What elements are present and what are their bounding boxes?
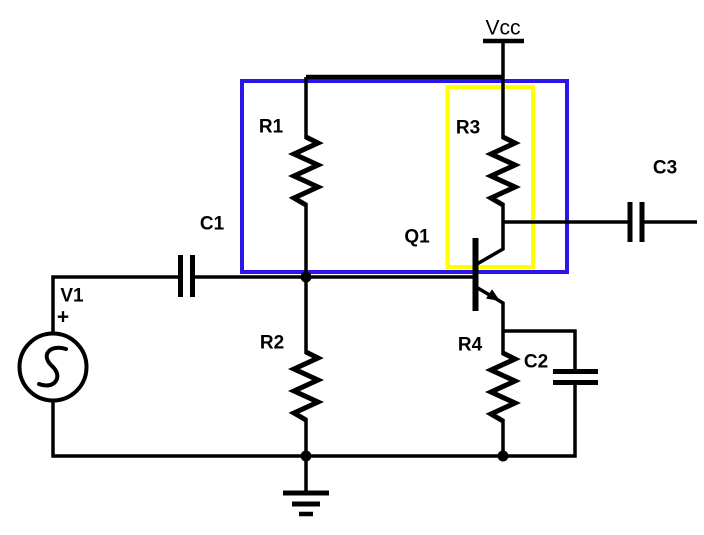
resistor-r1-symbol [287, 134, 325, 208]
resistor-r2-symbol [287, 349, 325, 423]
junction-dot-ground-node [300, 450, 312, 462]
resistors [287, 134, 522, 424]
junction-dots [300, 271, 509, 462]
wires [51, 38, 697, 458]
wire-bottom-rail [51, 384, 577, 458]
transistor-emitter-arrow [486, 289, 500, 301]
wire-emitter-to-c2 [503, 329, 577, 373]
capacitor-c3-plates [627, 202, 645, 242]
ac-source-sine-wave [37, 345, 68, 388]
label-r2: R2 [259, 332, 285, 354]
ac-source-v1-symbol [17, 331, 89, 403]
junction-dot-base-node [300, 271, 312, 283]
wire-emitter-lead [475, 285, 505, 355]
label-r3: R3 [455, 117, 481, 139]
transistor-q1-symbol [472, 238, 500, 311]
capacitors [178, 202, 645, 385]
label-c1: C1 [199, 213, 225, 235]
capacitor-c1-plates [178, 255, 195, 297]
wire-r3-to-collector [476, 203, 505, 266]
ground-symbol [283, 456, 329, 517]
label-r4: R4 [457, 334, 483, 356]
label-c3: C3 [652, 157, 678, 179]
resistor-r4-symbol [484, 350, 522, 424]
label-v1-polarity-plus: + [56, 305, 70, 329]
highlight-box-inner-yellow [445, 85, 535, 269]
label-r1: R1 [258, 116, 284, 138]
ac-source-circle [17, 331, 89, 403]
label-q1: Q1 [404, 226, 430, 248]
highlight-box-outer-blue [240, 79, 569, 274]
junction-dot-r4-bottom [497, 450, 509, 462]
label-c2: C2 [523, 351, 549, 373]
wire-source-to-c1 [51, 275, 181, 334]
resistor-r3-symbol [484, 134, 522, 208]
capacitor-c2-plates [553, 369, 598, 385]
label-v1: V1 [60, 285, 84, 307]
label-vcc: Vcc [485, 16, 521, 40]
